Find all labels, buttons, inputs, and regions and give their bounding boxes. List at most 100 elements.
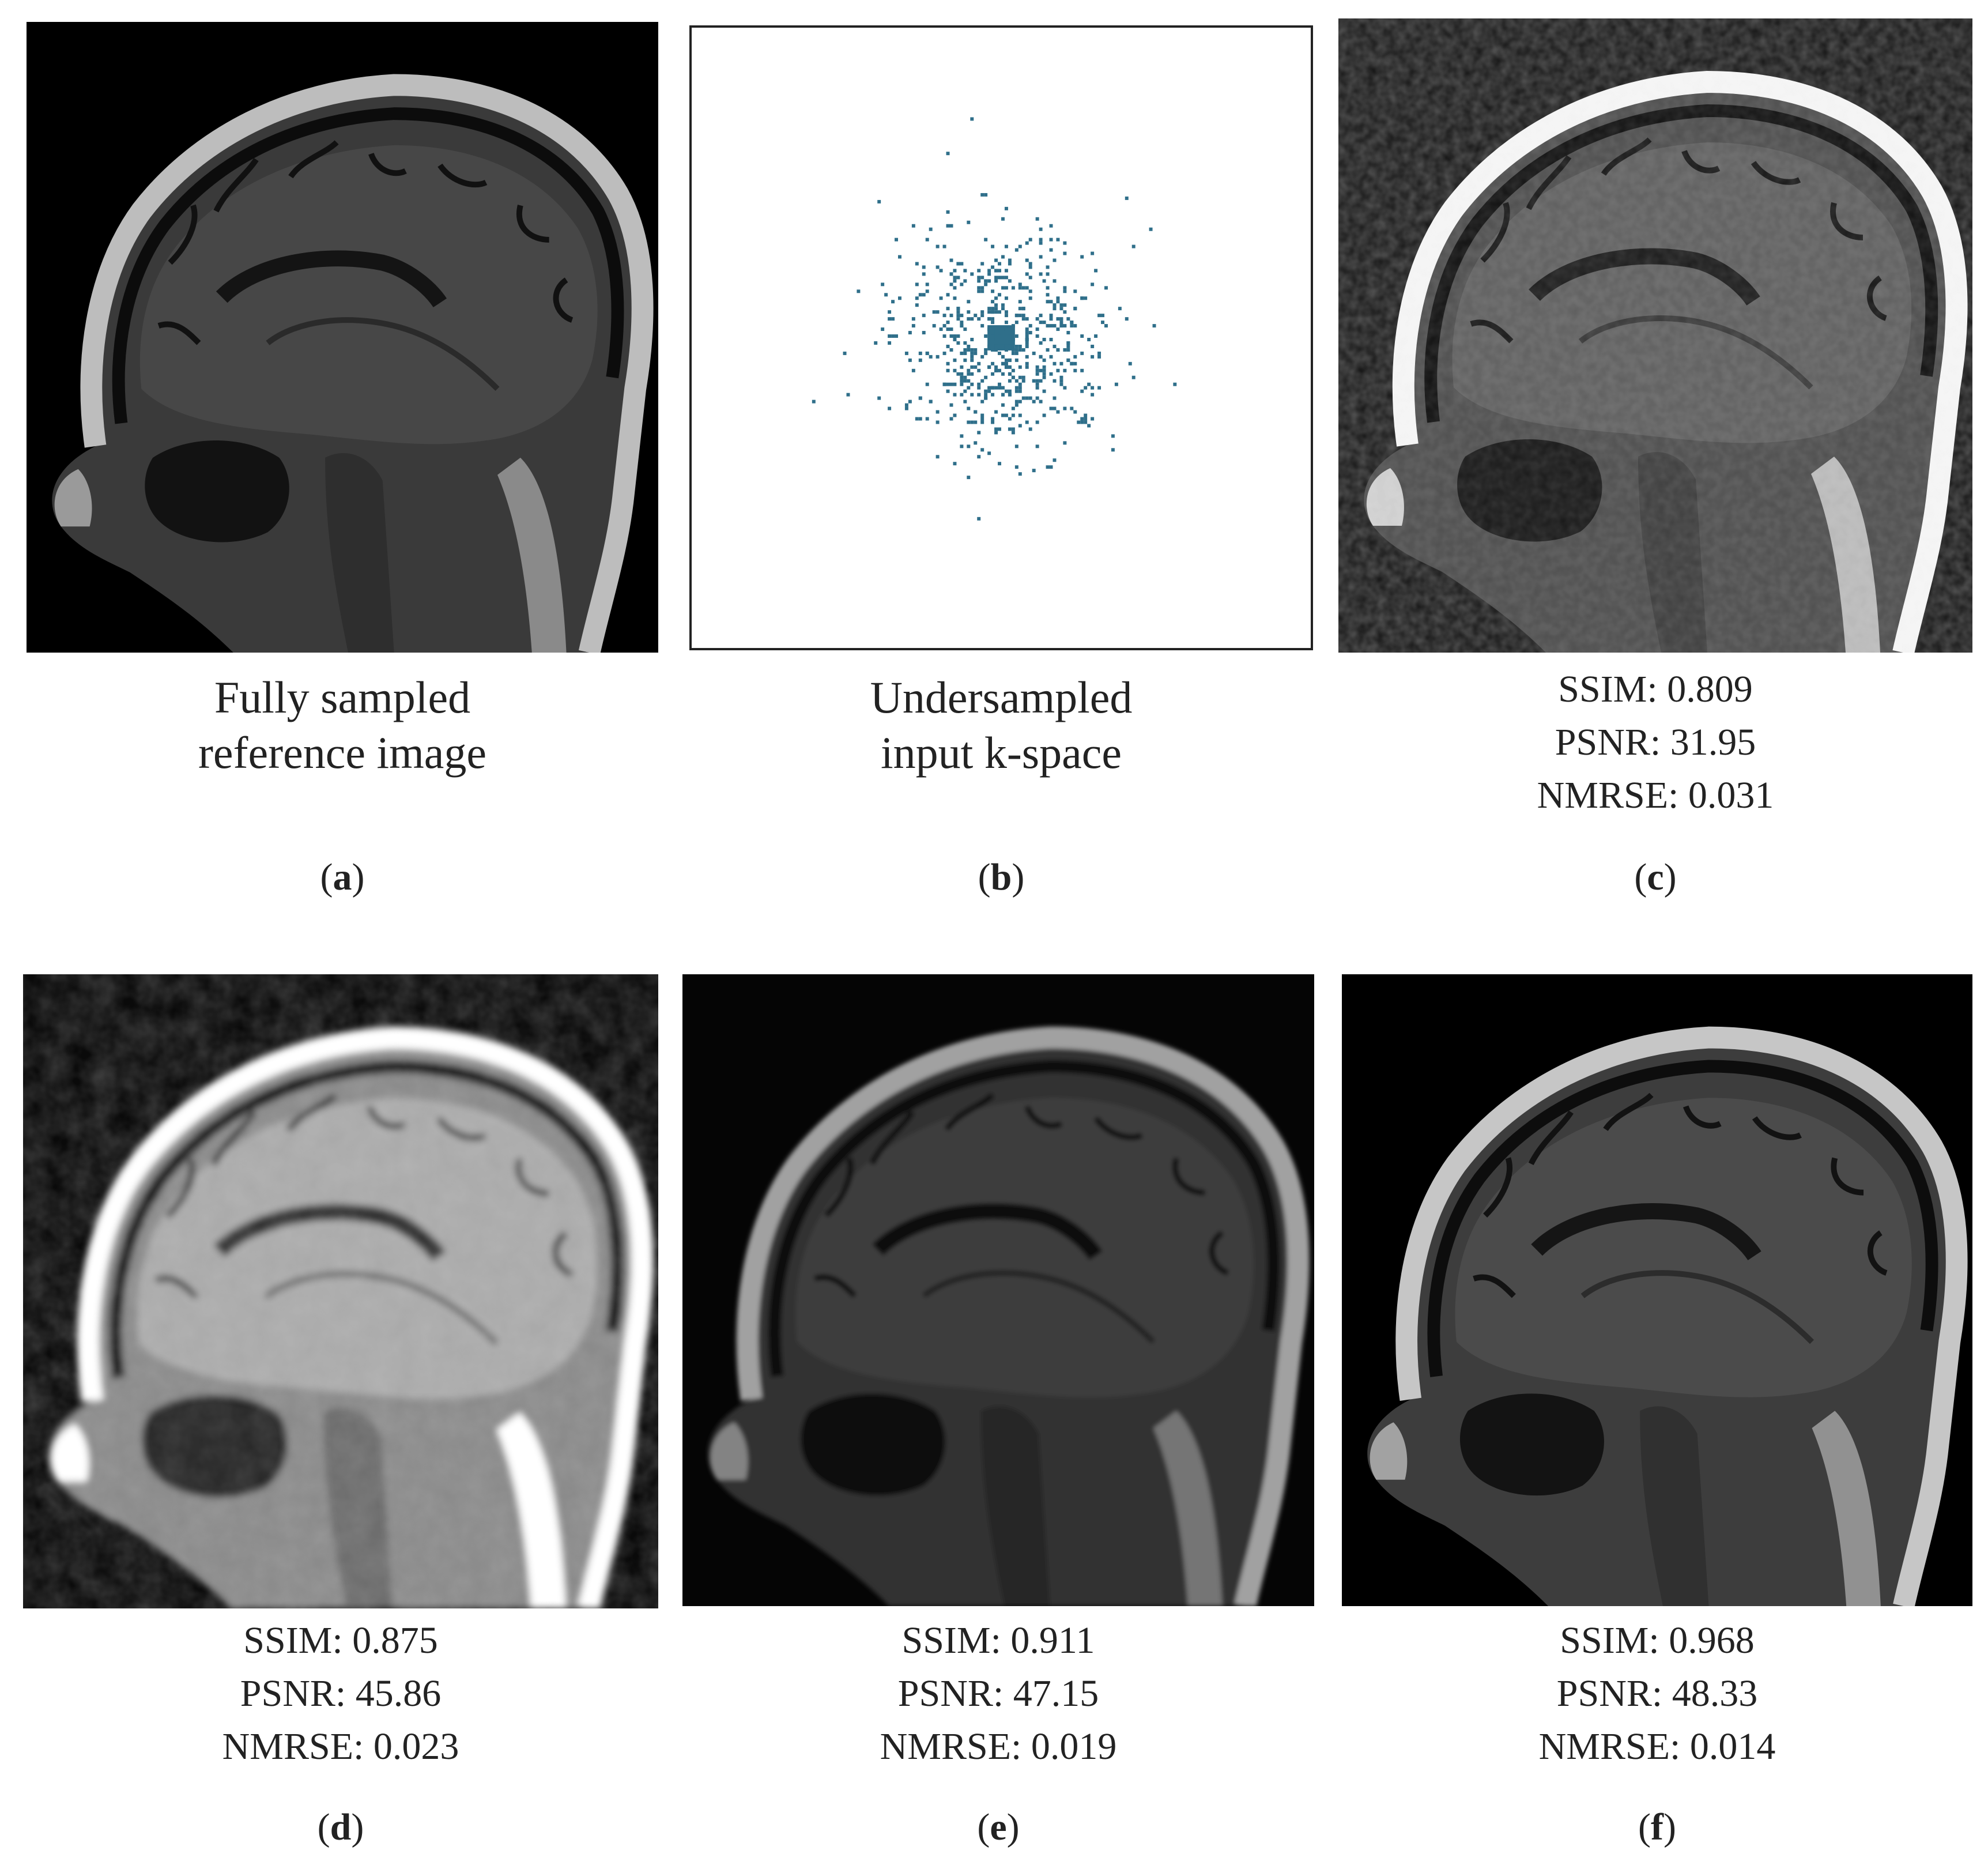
kspace-sample-point xyxy=(918,293,922,297)
kspace-sample-point xyxy=(1091,251,1095,255)
kspace-sample-point xyxy=(1063,324,1067,328)
kspace-sample-point xyxy=(922,331,926,335)
kspace-sample-point xyxy=(994,296,998,300)
kspace-sample-point xyxy=(1018,424,1022,428)
kspace-sample-point xyxy=(1032,379,1036,383)
kspace-sample-point xyxy=(970,272,974,276)
kspace-sample-point xyxy=(967,406,971,410)
panel-e-metrics: SSIM: 0.911 PSNR: 47.15 NMRSE: 0.019 xyxy=(682,1614,1314,1773)
panel-a-label-letter: a xyxy=(333,856,352,898)
kspace-sample-point xyxy=(1049,465,1053,469)
kspace-sample-point xyxy=(1046,348,1050,352)
kspace-sample-point xyxy=(942,314,946,318)
kspace-sample-point xyxy=(1025,272,1029,276)
kspace-sample-point xyxy=(998,269,1001,273)
kspace-sample-point xyxy=(1018,400,1022,404)
kspace-sample-point xyxy=(891,317,895,321)
kspace-sample-point xyxy=(949,272,953,276)
panel-a-image xyxy=(27,22,658,653)
panel-c-image xyxy=(1338,18,1972,653)
panel-c-psnr: PSNR: 31.95 xyxy=(1555,721,1756,763)
panel-f-metrics: SSIM: 0.968 PSNR: 48.33 NMRSE: 0.014 xyxy=(1342,1614,1972,1773)
kspace-sample-point xyxy=(1053,324,1057,328)
kspace-sample-point xyxy=(929,355,933,359)
kspace-sample-point xyxy=(991,289,995,293)
kspace-sample-point xyxy=(1028,265,1032,269)
kspace-sample-point xyxy=(1049,224,1053,228)
kspace-sample-point xyxy=(1035,317,1039,321)
kspace-sample-point xyxy=(1042,365,1046,369)
kspace-sample-point xyxy=(994,276,998,280)
kspace-sample-point xyxy=(987,389,991,393)
kspace-sample-point xyxy=(1021,286,1025,290)
panel-c-label: (c) xyxy=(1634,856,1677,898)
kspace-sample-point xyxy=(1118,307,1122,311)
kspace-sample-point xyxy=(998,382,1001,386)
kspace-sample-point xyxy=(970,372,974,376)
kspace-sample-point xyxy=(1039,355,1043,359)
kspace-sample-point xyxy=(1091,417,1095,421)
kspace-sample-point xyxy=(1039,238,1043,242)
kspace-sample-point xyxy=(946,368,950,372)
kspace-sample-point xyxy=(1018,314,1022,318)
kspace-sample-point xyxy=(1004,321,1008,325)
kspace-sample-point xyxy=(904,403,908,407)
kspace-sample-point xyxy=(1028,262,1032,266)
kspace-sample-point xyxy=(963,351,967,355)
panel-c-metrics: SSIM: 0.809 PSNR: 31.95 NMRSE: 0.031 xyxy=(1338,663,1972,822)
kspace-sample-point xyxy=(911,317,915,321)
kspace-sample-point xyxy=(1070,361,1074,365)
kspace-sample-point xyxy=(1018,472,1022,476)
kspace-sample-point xyxy=(1063,348,1067,352)
kspace-sample-point xyxy=(1011,348,1015,352)
panel-f-nmrse: NMRSE: 0.014 xyxy=(1538,1725,1776,1768)
panel-f-image xyxy=(1342,974,1972,1606)
panel-e-image xyxy=(682,974,1314,1606)
kspace-sample-point xyxy=(1028,296,1032,300)
kspace-sample-point xyxy=(935,265,940,269)
kspace-sample-point xyxy=(1035,334,1039,338)
kspace-sample-point xyxy=(939,296,943,300)
kspace-sample-point xyxy=(1070,406,1074,410)
kspace-sample-point xyxy=(946,344,950,348)
kspace-sample-point xyxy=(949,224,953,228)
kspace-sample-point xyxy=(1014,314,1018,318)
kspace-sample-point xyxy=(1004,344,1008,348)
kspace-sample-point xyxy=(994,307,998,311)
kspace-sample-point xyxy=(953,382,957,386)
kspace-sample-point xyxy=(1125,317,1129,321)
kspace-sample-point xyxy=(980,400,984,404)
kspace-sample-point xyxy=(946,327,950,331)
kspace-sample-point xyxy=(1008,427,1012,431)
kspace-sample-point xyxy=(994,410,998,414)
kspace-sample-point xyxy=(949,403,953,407)
kspace-sample-point xyxy=(1035,396,1039,400)
kspace-sample-point xyxy=(1039,241,1043,245)
kspace-sample-point xyxy=(974,365,978,369)
kspace-sample-point xyxy=(963,400,967,404)
kspace-sample-point xyxy=(1025,355,1029,359)
kspace-sample-point xyxy=(1097,355,1101,359)
panel-f-ssim: SSIM: 0.968 xyxy=(1560,1619,1755,1661)
kspace-sample-point xyxy=(984,334,988,338)
kspace-sample-point xyxy=(1094,334,1098,338)
kspace-sample-point xyxy=(1011,413,1015,417)
kspace-sample-point xyxy=(939,269,943,273)
kspace-sample-point xyxy=(960,444,964,449)
kspace-sample-point xyxy=(946,361,950,365)
kspace-sample-point xyxy=(1014,400,1018,404)
kspace-sample-point xyxy=(1025,317,1029,321)
kspace-sample-point xyxy=(967,220,971,224)
kspace-sample-point xyxy=(1091,393,1095,397)
kspace-sample-point xyxy=(949,258,953,262)
panel-d-nmrse: NMRSE: 0.023 xyxy=(222,1725,459,1768)
kspace-sample-point xyxy=(960,351,964,355)
kspace-sample-point xyxy=(1080,417,1084,421)
kspace-sample-point xyxy=(918,396,922,400)
kspace-sample-point xyxy=(1008,341,1012,345)
kspace-sample-point xyxy=(925,351,929,355)
kspace-sample-point xyxy=(1149,227,1153,231)
kspace-sample-point xyxy=(1008,334,1012,338)
kspace-sample-point xyxy=(946,382,950,386)
panel-a-caption-line-2: reference image xyxy=(198,728,487,778)
